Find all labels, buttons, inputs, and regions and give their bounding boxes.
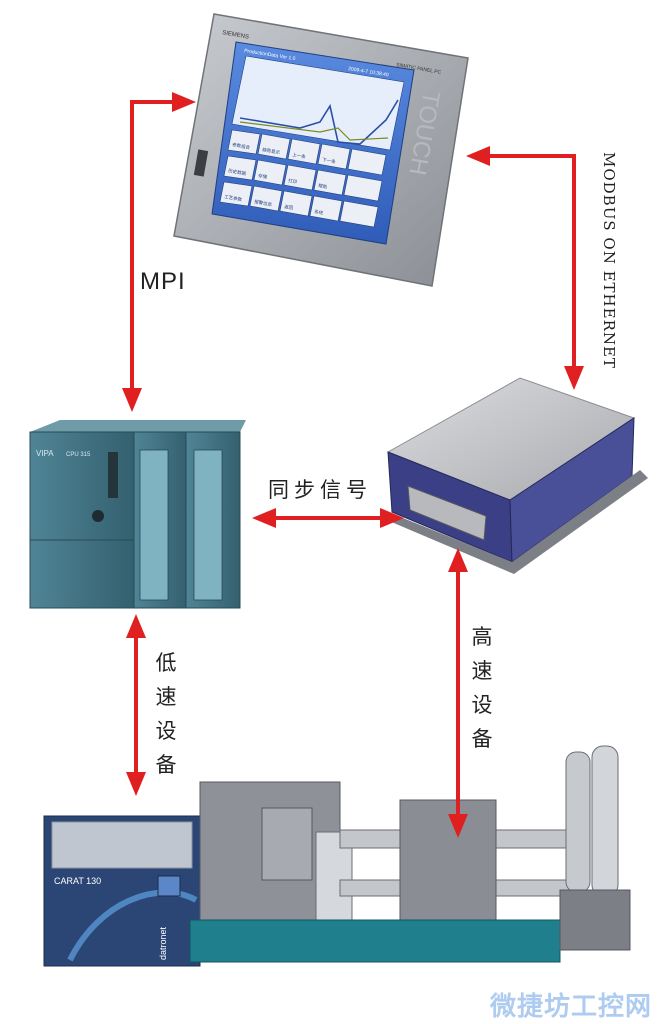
modbus-label: MODBUS ON ETHERNET: [600, 152, 618, 369]
sync-signal-label: 同步信号: [268, 478, 372, 502]
machine-die-block: [261, 807, 313, 881]
box-connector: [407, 485, 487, 541]
plc-top: [30, 420, 246, 432]
high-speed-acquisition-box: [382, 377, 648, 574]
die-casting-machine: CARAT 130 datronet: [43, 745, 631, 967]
machine-hmi-screen: [157, 875, 181, 897]
low-speed-char: 速: [155, 685, 177, 709]
machine-brand: CARAT 130: [54, 876, 101, 886]
mpi-label: MPI: [140, 268, 186, 295]
touch-panel-side-slot: [193, 149, 209, 177]
plc-brand: VIPA: [36, 449, 54, 458]
touch-panel-button-grid: [219, 129, 387, 228]
high-speed-char: 备: [471, 727, 493, 751]
machine-guard-window: [51, 821, 193, 869]
plc-rack: VIPA CPU 315: [29, 420, 246, 609]
low-speed-char: 备: [155, 753, 177, 777]
plc-module-1-cover: [139, 449, 169, 601]
mpi-arrow: [122, 92, 196, 412]
plc-cpu-module: [29, 431, 135, 609]
low-speed-char: 设: [155, 719, 177, 743]
machine-accumulator-2: [591, 745, 619, 897]
low-speed-device-label: 低 速 设 备: [152, 646, 180, 782]
sync-signal-arrow: [252, 508, 404, 528]
machine-guard-swirl: [67, 889, 198, 962]
high-speed-device-label: 高 速 设 备: [468, 620, 496, 756]
plc-cpu-label: CPU 315: [66, 452, 91, 458]
arrows: [122, 92, 584, 838]
machine-accumulator-1: [565, 751, 591, 893]
machine-vendor-logo: datronet: [158, 926, 168, 960]
machine-base: [189, 919, 561, 963]
touch-panel-brand: SIEMENS: [222, 30, 250, 41]
plc-led-column: [108, 452, 118, 498]
touch-panel-pc: SIEMENS SIMATIC PANEL PC ProductionData …: [173, 13, 469, 287]
touch-panel-trend-line-2: [239, 121, 389, 141]
high-speed-arrow: [448, 548, 468, 838]
modbus-arrow: [466, 146, 584, 390]
high-speed-char: 速: [471, 659, 493, 683]
high-speed-char: 设: [471, 693, 493, 717]
low-speed-char: 低: [155, 651, 177, 675]
machine-frame-right: [559, 889, 631, 951]
plc-module-2-cover: [193, 449, 223, 601]
high-speed-char: 高: [471, 625, 493, 649]
touch-panel-trend-line: [239, 99, 399, 145]
low-speed-arrow: [126, 614, 146, 796]
plc-key-switch: [92, 510, 104, 522]
watermark: 微捷坊工控网: [490, 992, 653, 1022]
